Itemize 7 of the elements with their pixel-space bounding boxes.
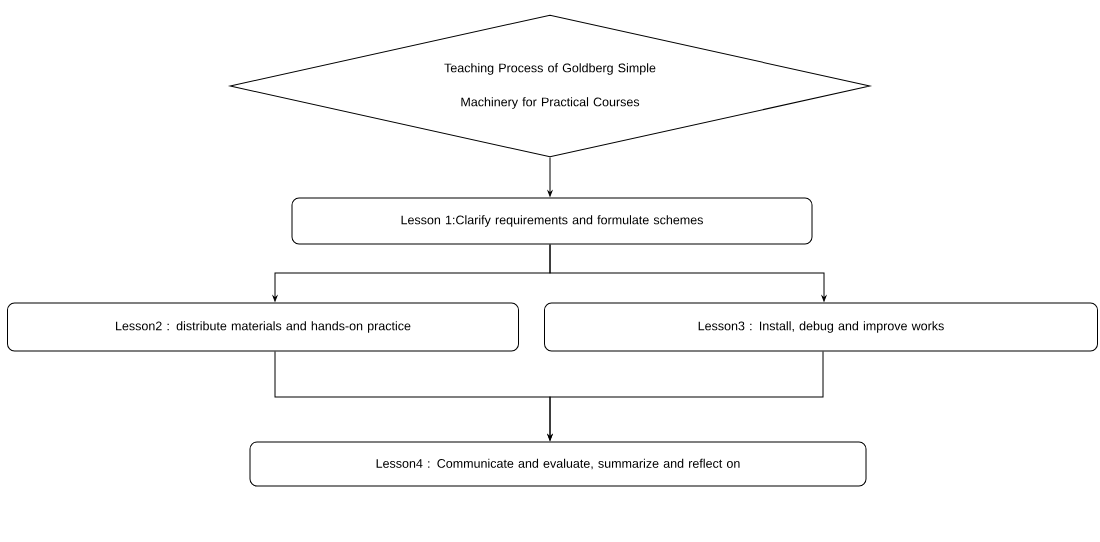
arrow: [549, 244, 827, 302]
arrow: [547, 351, 824, 441]
arrow: [547, 157, 553, 197]
process-box: Lesson3 : Install, debug and improve works: [544, 302, 1098, 352]
process-box: Lesson4 : Communicate and evaluate, summarize and reflect on: [249, 441, 867, 487]
process-box: Lesson 1:Clarify requirements and formulate schemes: [291, 197, 813, 245]
process-box: Lesson2 : distribute materials and hands-on practice: [7, 302, 519, 352]
